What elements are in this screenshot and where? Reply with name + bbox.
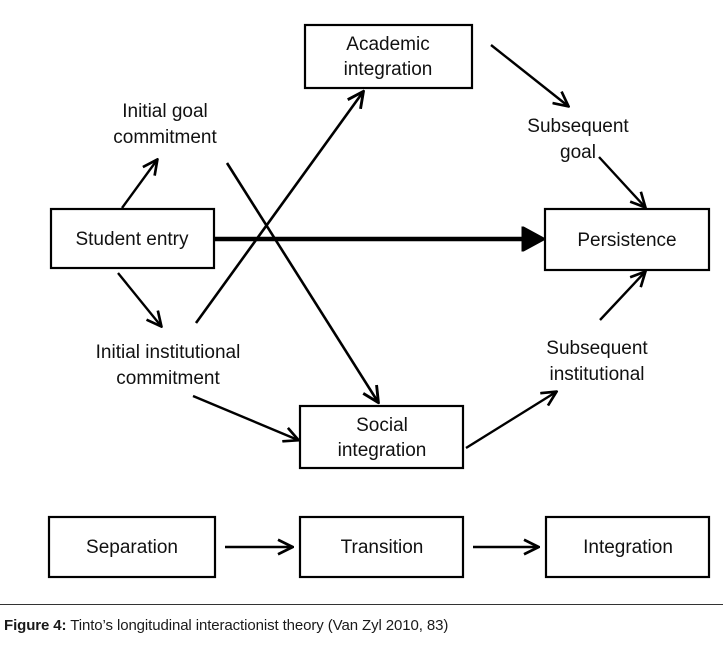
line-goal-to-social — [225, 162, 378, 402]
line-student-entry-to-goal-commitment — [121, 160, 157, 209]
caption-body: Tinto’s longitudinal interactionist theo… — [70, 617, 449, 634]
label-initial-institutional-commitment: Initial institutional commitment — [96, 342, 241, 389]
label-subsequent-institutional-line2: institutional — [549, 364, 644, 385]
node-separation[interactable]: Separation — [47, 515, 217, 579]
node-label-integration: Integration — [583, 537, 673, 558]
label-initial-goal-commitment: Initial goal commitment — [113, 101, 217, 148]
figure-caption: Figure 4: Tinto’s longitudinal interacti… — [0, 604, 723, 651]
label-initial-goal-commitment-line2: commitment — [113, 127, 217, 148]
line-subsequent-institutional-to-persistence — [599, 272, 645, 321]
line-subsequent-goal-to-persistence — [598, 156, 645, 207]
node-label-academic-integration-line1: Academic — [346, 34, 429, 55]
label-subsequent-goal-line2: goal — [560, 142, 596, 163]
node-social-integration[interactable]: Social integration — [298, 404, 465, 470]
caption-line: Figure 4: Tinto’s longitudinal interacti… — [4, 617, 448, 634]
tinto-model-diagram: Academic integration Student entry Persi… — [47, 23, 711, 579]
label-subsequent-goal: Subsequent goal — [527, 116, 629, 163]
label-subsequent-institutional: Subsequent institutional — [546, 338, 648, 385]
label-subsequent-goal-line1: Subsequent — [527, 116, 629, 137]
crossing-diagonals — [194, 92, 378, 402]
line-institutional-commitment-to-social — [192, 394, 298, 440]
node-label-academic-integration-line2: integration — [344, 59, 433, 80]
short-connectors — [117, 44, 645, 547]
node-label-social-integration-line2: integration — [338, 440, 427, 461]
label-subsequent-institutional-line1: Subsequent — [546, 338, 648, 359]
line-student-entry-to-institutional-commitment — [117, 272, 161, 326]
label-initial-institutional-commitment-line1: Initial institutional — [96, 342, 241, 363]
node-transition[interactable]: Transition — [298, 515, 465, 579]
node-label-transition: Transition — [341, 537, 424, 558]
node-label-persistence: Persistence — [577, 230, 676, 251]
node-label-student-entry: Student entry — [75, 229, 189, 250]
label-initial-institutional-commitment-line2: commitment — [116, 368, 220, 389]
line-institutional-to-academic — [194, 92, 363, 324]
node-integration[interactable]: Integration — [544, 515, 711, 579]
node-label-social-integration-line1: Social — [356, 415, 408, 436]
node-student-entry[interactable]: Student entry — [49, 207, 216, 270]
line-academic-to-subsequent-goal — [490, 44, 568, 106]
caption-label: Figure 4: — [4, 617, 67, 634]
node-academic-integration[interactable]: Academic integration — [303, 23, 474, 90]
label-initial-goal-commitment-line1: Initial goal — [122, 101, 208, 122]
node-label-separation: Separation — [86, 537, 178, 558]
node-persistence[interactable]: Persistence — [543, 207, 711, 272]
line-social-to-subsequent-institutional — [465, 392, 556, 450]
